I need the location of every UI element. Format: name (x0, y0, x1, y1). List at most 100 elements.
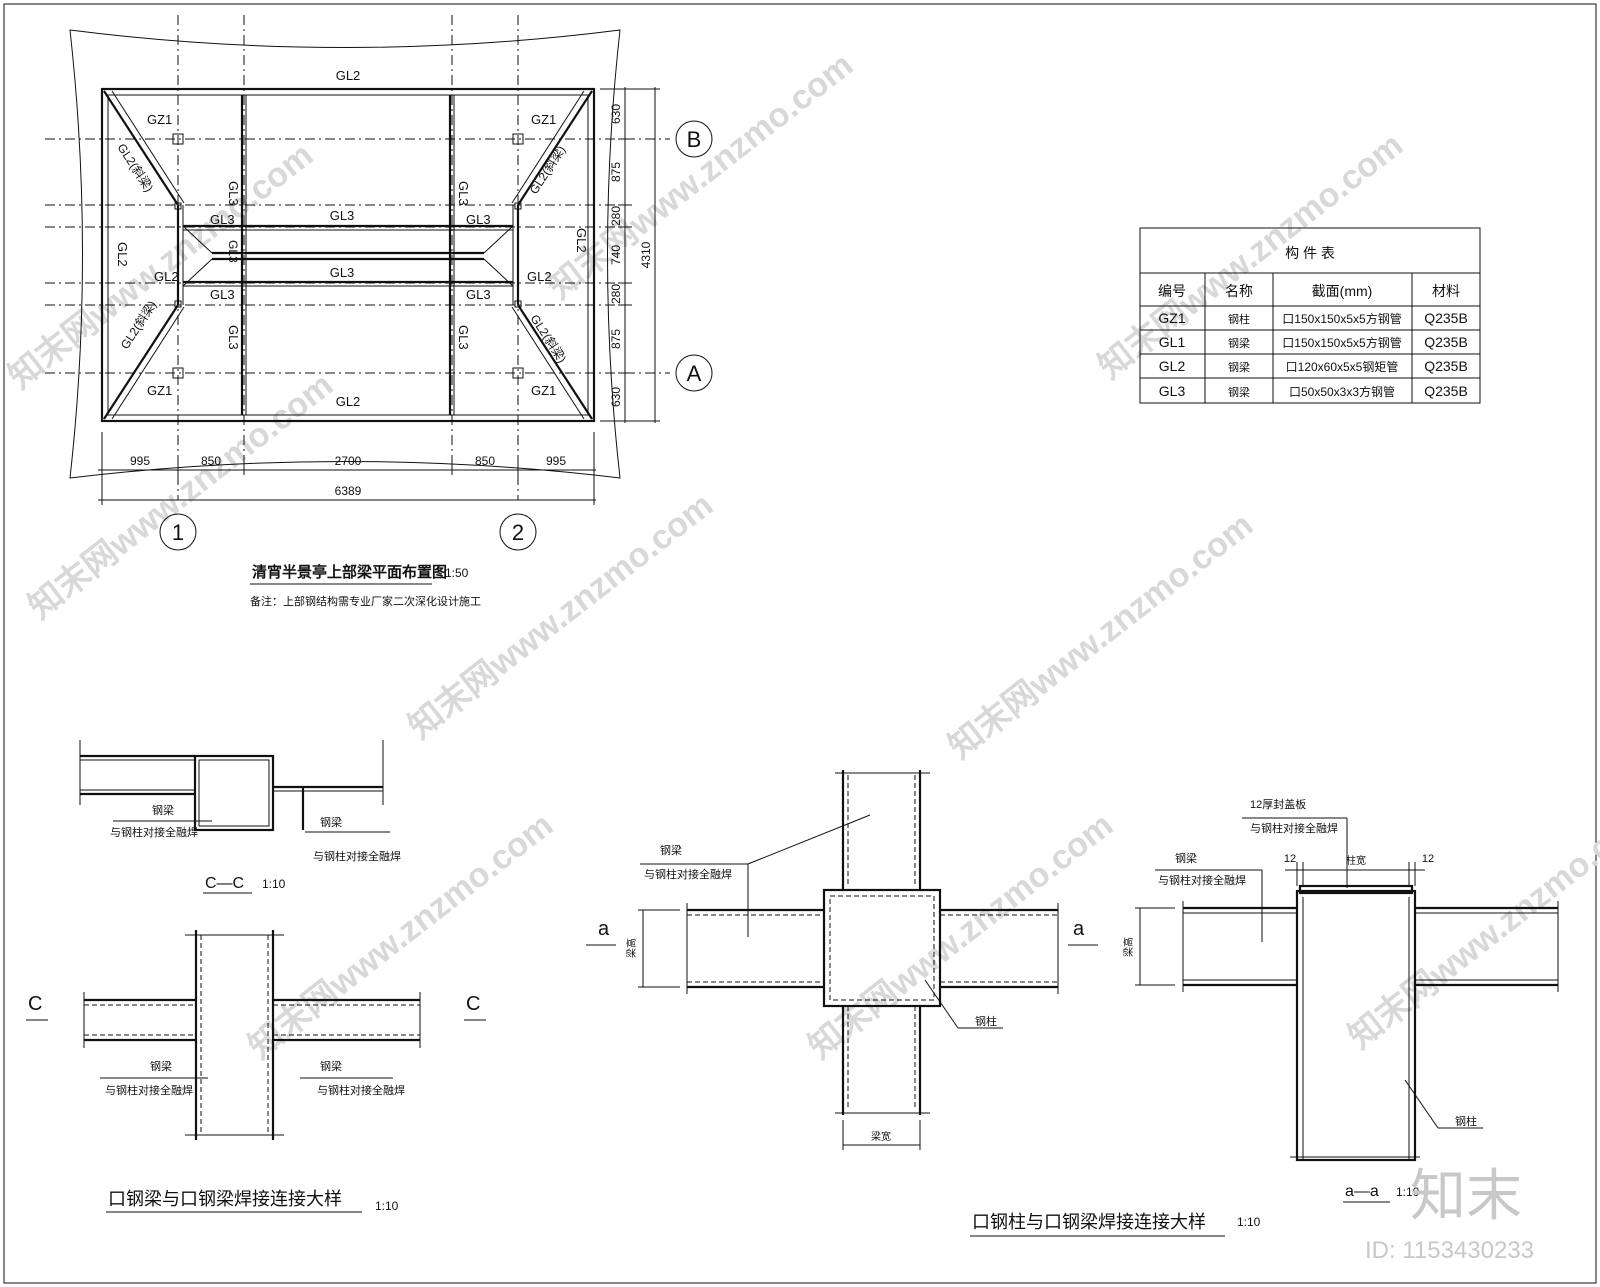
label-gl2-mid-left: GL2 (154, 269, 179, 284)
leader (747, 814, 871, 865)
label-weld: 与钢柱对接全融焊 (1158, 873, 1246, 887)
beam-gl2-diagonal (517, 90, 593, 206)
beam-hip (182, 258, 213, 287)
label-gl3-h-top: GL3 (330, 208, 355, 223)
label-gl2-left: GL2 (115, 242, 130, 267)
table-header: 名称 (1225, 283, 1253, 299)
table-cell: Q235B (1424, 358, 1468, 374)
table-cell: Q235B (1424, 334, 1468, 350)
table-cell: Q235B (1424, 310, 1468, 326)
label-gl2-bottom: GL2 (336, 394, 361, 409)
beam-gl2-diagonal (103, 90, 179, 206)
label-column: 钢柱 (975, 1014, 997, 1028)
cut-label-a: a (598, 918, 610, 940)
watermark-text: 知末网www.znzmo.com (22, 366, 341, 627)
dimension-value: 875 (609, 329, 623, 349)
detail-right-scale: 1:10 (1237, 1215, 1261, 1229)
label-beam: 钢梁 (1175, 851, 1197, 865)
table-cell: GL2 (1159, 358, 1186, 374)
column-gz1 (512, 367, 524, 379)
label-beam: 钢梁 (660, 843, 682, 857)
section-scale: 1:10 (262, 877, 286, 891)
label-gl2-diag-tl: GL2(斜梁) (114, 140, 156, 194)
axis-label-B: B (687, 127, 702, 152)
table-header: 编号 (1158, 283, 1186, 299)
column-node (514, 202, 522, 210)
column-gz1 (512, 133, 524, 145)
label-gz1-tl: GZ1 (147, 112, 172, 127)
axis-label-A: A (687, 361, 702, 386)
label-gl3-v-tr: GL3 (456, 181, 471, 206)
label-column: 钢柱 (1455, 1114, 1477, 1128)
beam-hip (182, 225, 213, 254)
beam-gl2-diagonal (517, 304, 593, 420)
section-label-aa: a—a (1345, 1183, 1379, 1200)
label-gl2-top: GL2 (336, 68, 361, 83)
beam-gl2-diagonal (103, 304, 179, 420)
table-cell: 钢梁 (1228, 385, 1250, 399)
cut-label-c: C (466, 993, 480, 1015)
beam-gl2-diagonal (511, 90, 585, 204)
label-gl3-top-right: GL3 (466, 212, 491, 227)
dimension-value: 12 (1284, 853, 1296, 865)
dimension-total: 6389 (335, 484, 362, 498)
label-beam: 钢梁 (150, 1059, 172, 1073)
dimension-value: 850 (475, 454, 495, 468)
table-header: 截面(mm) (1312, 283, 1373, 299)
cap-plate (1298, 884, 1414, 895)
label-column-width: 柱宽 (1346, 854, 1366, 867)
label-gz1-br: GZ1 (531, 383, 556, 398)
label-gz1-tr: GZ1 (531, 112, 556, 127)
detail-left-scale: 1:10 (375, 1199, 399, 1213)
detail-left-title: 口钢梁与口钢梁焊接连接大样 (108, 1189, 342, 1209)
detail-column-beam: 梁高 梁宽 a a 钢梁 与钢柱对接全融焊 钢柱 (586, 770, 1559, 1237)
watermark-text: 知末网www.znzmo.com (402, 486, 721, 747)
column-node (174, 202, 182, 210)
dimension-value: 630 (609, 104, 623, 124)
beam-gl2-diagonal (111, 90, 185, 204)
dimension-value: 12 (1422, 853, 1434, 865)
axis-bubble-B (675, 120, 713, 158)
axis-bubble-2 (499, 513, 537, 551)
label-weld: 与钢柱对接全融焊 (644, 867, 732, 881)
column-gz1 (172, 133, 184, 145)
dimension-value: 740 (609, 245, 623, 265)
section-label-cc: C—C (205, 875, 244, 892)
table-cell: GL3 (1159, 383, 1186, 399)
plan-title: 清宵半景亭上部梁平面布置图 (252, 563, 447, 581)
dimension-value: 995 (130, 454, 150, 468)
watermark-text: 知末网www.znzmo.com (942, 506, 1261, 767)
dimension-value: 875 (609, 162, 623, 182)
label-gl3-v-tl: GL3 (226, 181, 241, 206)
drawing-border (3, 3, 1597, 1284)
table-header: 材料 (1432, 283, 1460, 299)
dimension-value: 2700 (335, 454, 362, 468)
table-cell: 口50x50x3x3方钢管 (1289, 384, 1395, 399)
table-cell: Q235B (1424, 383, 1468, 399)
axis-bubble-A (675, 354, 713, 392)
section-scale: 1:10 (1396, 1185, 1420, 1199)
label-gl2-diag-tr: GL2(斜梁) (526, 143, 568, 197)
beam-gl2-frame (100, 87, 596, 423)
label-gl3-bot-left: GL3 (210, 287, 235, 302)
beam-hip (483, 225, 514, 254)
table-cell: GZ1 (1158, 310, 1185, 326)
table-title: 构 件 表 (1285, 245, 1335, 261)
beam-section-inner (198, 759, 270, 827)
column-gz1 (172, 367, 184, 379)
column-section-inner (829, 895, 935, 1001)
detail-beam-beam: 钢梁 与钢柱对接全融焊 钢梁 与钢柱对接全融焊 C—C 1:10 C C 钢梁 … (26, 740, 486, 1213)
beam-gl2-frame-inner (107, 94, 589, 416)
label-gl3-mid: GL3 (226, 240, 240, 263)
dimension-value: 995 (546, 454, 566, 468)
beam-gl2-diagonal (511, 306, 585, 420)
label-gl3-v-br: GL3 (456, 325, 471, 350)
roof-outline (69, 29, 621, 479)
label-gl2-mid-right: GL2 (527, 269, 552, 284)
axis-label-2: 2 (512, 520, 524, 545)
label-weld: 与钢柱对接全融焊 (1250, 821, 1338, 835)
label-gl3-bot-right: GL3 (466, 287, 491, 302)
cut-label-a: a (1073, 918, 1085, 940)
watermark-id: ID: 1153430233 (1365, 1237, 1534, 1264)
